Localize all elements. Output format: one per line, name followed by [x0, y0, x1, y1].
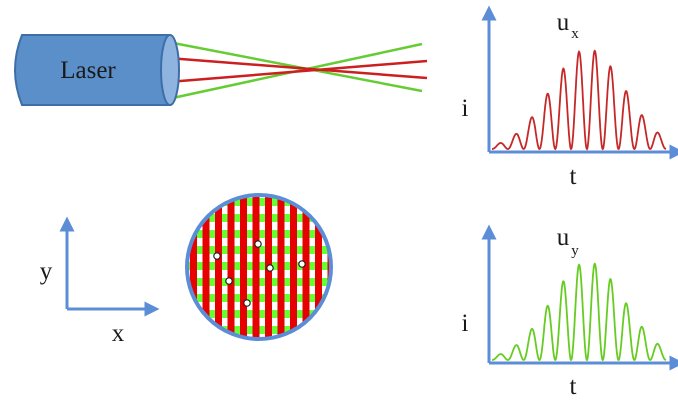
laser-body	[14, 34, 171, 106]
fringe-red-stripe	[215, 195, 222, 339]
fringe-red-stripe	[190, 195, 197, 339]
fringe-red-stripe	[227, 195, 235, 339]
plot-uy-ylabel: i	[462, 310, 469, 337]
beam-red-lower	[167, 59, 428, 84]
fringe-red-stripe	[302, 195, 310, 339]
coordinate-axes: y x	[40, 216, 160, 347]
beam-red-upper	[167, 56, 428, 80]
particle	[254, 240, 262, 248]
particle	[243, 299, 251, 307]
plot-ux: u x i t	[462, 5, 678, 190]
beam-green-upper	[167, 40, 423, 93]
fringe-red-stripe	[252, 195, 260, 339]
plot-ux-title-subscript: x	[571, 26, 579, 42]
laser-device: Laser	[14, 34, 180, 106]
crossing-volume	[185, 193, 333, 341]
laser-label: Laser	[60, 57, 116, 84]
plot-ux-xlabel: t	[570, 163, 577, 190]
fringe-red-stripe	[290, 195, 297, 339]
fringe-red-stripe	[240, 195, 247, 339]
plot-uy-title-subscript: y	[571, 243, 579, 259]
crossing-circle	[185, 193, 333, 341]
laser-cap	[160, 34, 180, 106]
plot-ux-signal	[492, 49, 667, 151]
particle	[266, 264, 274, 272]
plot-uy-title: u	[557, 224, 570, 251]
fringe-red-stripe	[277, 195, 285, 339]
plot-uy-xlabel: t	[570, 373, 577, 400]
particle	[298, 260, 306, 268]
plot-uy: u y i t	[462, 224, 678, 400]
plot-ux-title: u	[557, 9, 570, 36]
particle	[213, 252, 221, 260]
particle	[225, 277, 233, 285]
y-axis-label: y	[40, 258, 53, 285]
seed-particles	[213, 240, 306, 307]
plot-uy-signal	[492, 262, 667, 362]
x-axis-label: x	[112, 320, 125, 347]
plot-ux-ylabel: i	[462, 95, 469, 122]
fringe-red-stripe	[202, 195, 210, 339]
fringe-red-stripe	[315, 195, 322, 339]
laser-beams	[167, 40, 428, 101]
